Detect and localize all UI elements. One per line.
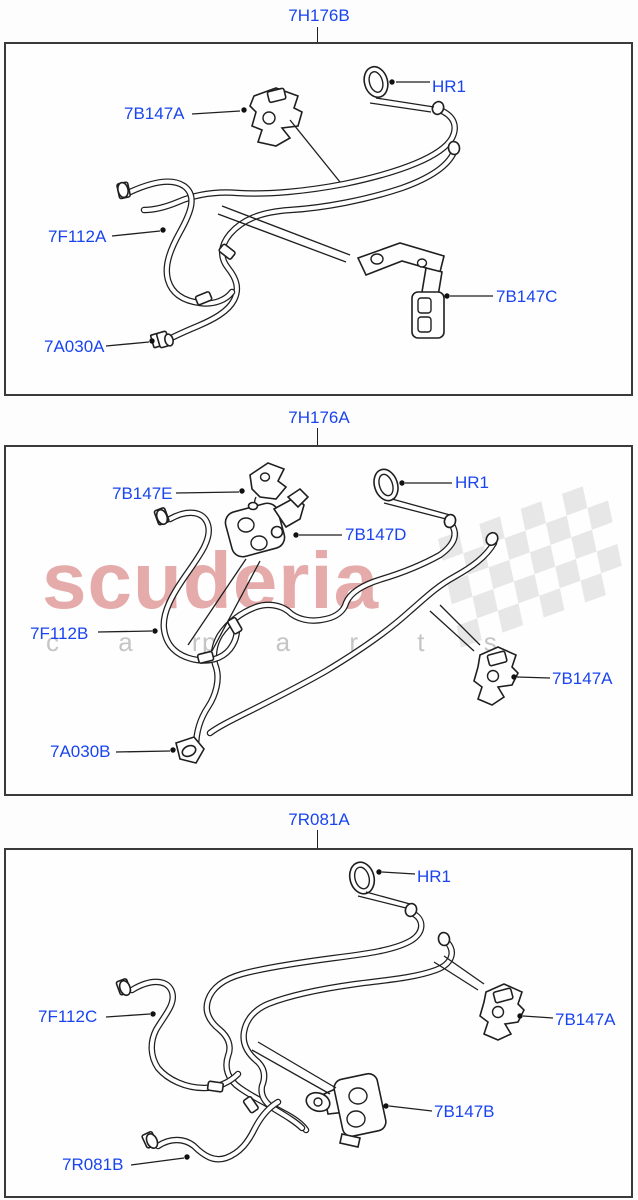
o-ring-icon	[348, 861, 411, 909]
bracket-icon	[251, 1041, 387, 1148]
leader-lines	[97, 480, 551, 753]
callout-7a030b-label: 7A030B	[50, 742, 111, 761]
callout-7f112c-label: 7F112C	[38, 1007, 98, 1026]
callout-7b147d-label: 7B147D	[345, 525, 407, 544]
panel1-line-art	[105, 65, 493, 349]
tube-icon	[126, 106, 458, 346]
callout-7b147b-label: 7B147B	[434, 1102, 495, 1121]
hose-end-fitting-icon	[115, 902, 451, 1149]
panel2-title: 7H176A	[288, 408, 350, 427]
panel3-box-7r081a: HR1 7F112C 7B147A 7B147B 7R081B	[4, 848, 633, 1198]
hose-end-fitting-icon	[116, 100, 461, 306]
callout-7f112a-label: 7F112A	[48, 227, 107, 246]
panel2-box-7h176a: scuderia c a r p a r t s	[4, 445, 633, 796]
callout-7a030a-label: 7A030A	[44, 337, 105, 356]
hose-end-fitting-icon	[149, 330, 174, 349]
panel1-box-7h176b: 7B147A HR1 7F112A 7B147C 7A030A	[4, 42, 633, 396]
callout-7b147e-label: 7B147E	[112, 484, 173, 503]
o-ring-icon	[363, 65, 435, 113]
watermark-sub-parts: p a r t s	[202, 627, 523, 657]
clamp-icon	[249, 462, 288, 509]
bracket-icon	[187, 487, 310, 652]
callout-7b147a-label: 7B147A	[555, 1010, 616, 1029]
callout-hr1-label: HR1	[417, 867, 452, 886]
bracket-icon	[217, 205, 445, 339]
panel3-line-art	[105, 861, 554, 1166]
callout-hr1-label: HR1	[432, 77, 467, 96]
clamp-icon	[249, 87, 341, 183]
o-ring-icon	[373, 468, 451, 520]
callout-7b147a-label: 7B147A	[124, 104, 185, 123]
callout-7b147c-label: 7B147C	[496, 287, 558, 306]
panel1-title-connector	[317, 27, 318, 42]
hose-end-fitting-icon	[175, 736, 205, 764]
panel3-title: 7R081A	[288, 810, 350, 829]
clamp-icon	[429, 604, 519, 706]
callout-7b147a-label: 7B147A	[552, 669, 613, 688]
panel2-title-connector	[317, 428, 318, 445]
leader-lines	[105, 869, 554, 1166]
panel2-line-art	[97, 462, 622, 764]
callout-7f112b-label: 7F112B	[30, 624, 89, 643]
hose-end-fitting-icon	[153, 507, 499, 664]
checkered-flag-watermark	[438, 486, 622, 648]
leader-lines	[105, 79, 493, 347]
tube-icon	[160, 509, 498, 751]
tube-icon	[128, 910, 455, 1163]
watermark-brand: scuderia	[42, 536, 380, 625]
panel1-title: 7H176B	[288, 6, 350, 25]
callout-hr1-label: HR1	[455, 473, 490, 492]
clamp-icon	[433, 955, 525, 1041]
callout-7r081b-label: 7R081B	[62, 1155, 124, 1174]
panel3-title-connector	[317, 830, 318, 848]
